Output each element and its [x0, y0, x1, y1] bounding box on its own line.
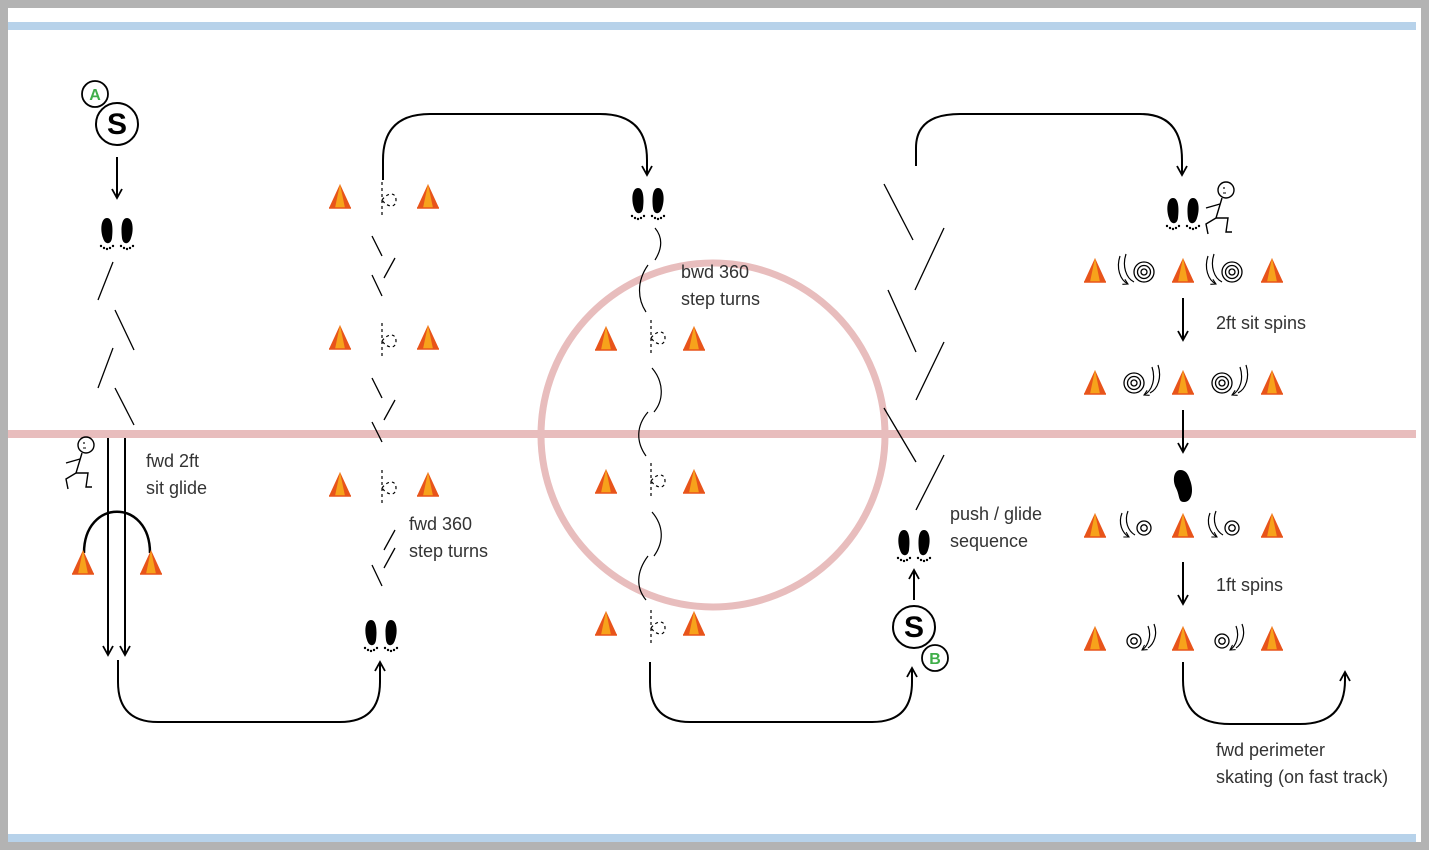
transition-arrow-1 — [117, 660, 386, 723]
station-b-badge: S B — [892, 605, 949, 672]
transition-arrow-5 — [1182, 662, 1351, 725]
label-line: fwd 2ft — [146, 451, 200, 471]
label-bwd-step-turns: bwd 360 step turns — [681, 259, 760, 313]
station-a-letter: A — [89, 87, 101, 104]
label-line: step turns — [409, 541, 489, 561]
label-push-glide: push / glide sequence — [950, 501, 1042, 555]
label-2ft-sit-spins: 2ft sit spins — [1216, 313, 1307, 333]
glide-arch — [82, 510, 152, 554]
label-line: push / glide — [950, 504, 1043, 524]
station-b-s-text: S — [904, 611, 924, 644]
station-a-s-text: S — [107, 108, 127, 141]
label-line: skating (on fast track) — [1216, 767, 1389, 787]
transition-arrow-4 — [915, 113, 1188, 177]
station-b-letter: B — [929, 651, 941, 668]
blue-line-top — [8, 22, 1416, 30]
bwd-step-turns-column — [594, 227, 706, 647]
label-line: fwd 360 — [409, 514, 473, 534]
label-line: sit glide — [146, 478, 208, 498]
label-line: bwd 360 — [681, 262, 750, 282]
label-1ft-spins: 1ft spins — [1216, 575, 1284, 595]
label-fwd-sit-glide: fwd 2ft sit glide — [146, 448, 207, 502]
transition-arrow-2 — [382, 113, 653, 180]
label-fwd-step-turns: fwd 360 step turns — [409, 511, 488, 565]
label-line: sequence — [950, 531, 1029, 551]
transition-arrow-3 — [649, 662, 918, 723]
blue-line-bottom — [8, 834, 1416, 842]
label-line: step turns — [681, 289, 761, 309]
center-circle — [537, 259, 889, 611]
stroke-marks-a — [97, 261, 135, 426]
fwd-step-turns-column — [328, 181, 440, 587]
red-center-line — [8, 430, 1416, 438]
single-foot-icon — [1173, 470, 1192, 502]
station-a-badge: S A — [81, 80, 139, 146]
label-perimeter: fwd perimeter skating (on fast track) — [1216, 737, 1388, 791]
push-glide-strokes — [883, 183, 945, 511]
label-line: fwd perimeter — [1216, 740, 1326, 760]
